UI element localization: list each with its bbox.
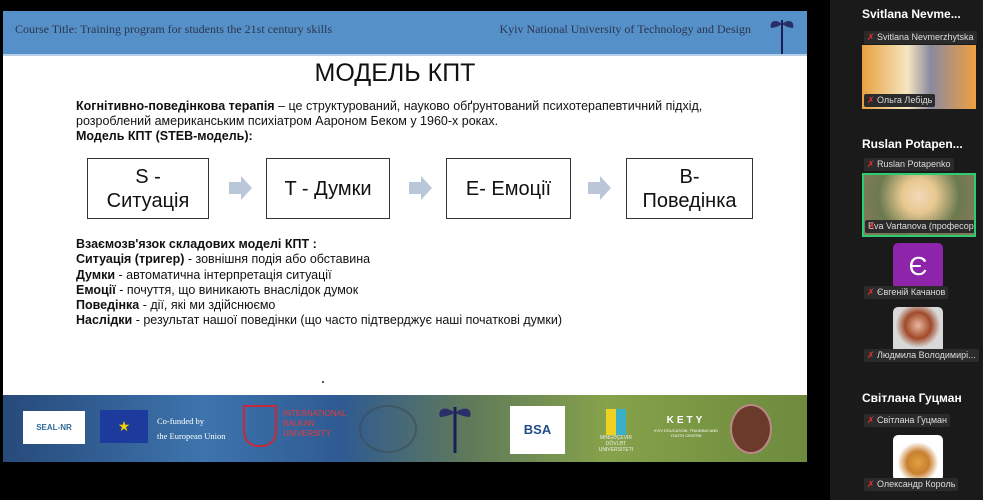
relations-title: Взаємозв'язок складових моделі КПТ : xyxy=(76,237,317,251)
shared-slide: Course Title: Training program for stude… xyxy=(3,11,807,462)
box-line: T - Думки xyxy=(284,177,372,200)
box-line: E- Емоції xyxy=(465,177,552,200)
avatar[interactable] xyxy=(893,307,943,353)
term-desc: - результат нашої поведінки (що часто пі… xyxy=(132,313,562,328)
box-line: Ситуація xyxy=(106,189,190,212)
partner-logos-footer: SEAL-NR ★ Co-funded by the European Union… xyxy=(3,395,807,462)
participant-heading: Ruslan Potapen... xyxy=(862,137,963,151)
arrow-right-icon xyxy=(229,176,252,200)
active-speaker-video-tile[interactable]: Eva Vartanova (професор) xyxy=(862,173,976,237)
box-line: S - xyxy=(135,165,161,188)
intro-definition: – це структурований, науково обґрунтован… xyxy=(76,99,703,128)
arrow-right-icon xyxy=(588,176,611,200)
bsa-logo: BSA xyxy=(510,406,565,454)
video-tile[interactable]: Ольга Лебідь xyxy=(862,45,976,109)
kety-subtitle: KYIV EDUCATION, TRAINING AND YOUTH CENTR… xyxy=(653,428,719,438)
term: Наслідки xyxy=(76,313,133,328)
university-crest-logo xyxy=(730,404,772,454)
slide-header: Course Title: Training program for stude… xyxy=(3,11,807,56)
seal-nr-logo: SEAL-NR xyxy=(23,411,85,444)
participant-heading: Світлана Гуцман xyxy=(862,391,962,405)
dragonfly-logo-icon xyxy=(439,407,471,453)
avatar[interactable] xyxy=(893,435,943,481)
term-desc: - дії, які ми здійснюємо xyxy=(139,298,276,313)
term-desc: - автоматична інтерпретація ситуації xyxy=(115,267,332,282)
participant-name-tag: Олександр Король xyxy=(864,478,959,491)
university-seal-logo xyxy=(359,405,417,453)
relations-list: Взаємозв'язок складових моделі КПТ : Сит… xyxy=(76,237,562,329)
kety-title: KETY xyxy=(666,415,706,426)
participants-panel: Svitlana Nevme... Svitlana Nevmerzhytska… xyxy=(830,0,983,500)
participant-name-tag: Людмила Володимирі... xyxy=(864,349,979,362)
term-desc: - почуття, що виникають внаслідок думок xyxy=(115,282,359,297)
box-line: Поведінка xyxy=(642,189,737,212)
slide-title: МОДЕЛЬ КПТ xyxy=(314,59,476,87)
intro-term: Когнітивно-поведінкова терапія xyxy=(76,99,275,113)
participant-name-tag: Світлана Гуцман xyxy=(864,414,951,427)
box-behavior: B-Поведінка xyxy=(626,158,753,219)
university-name: Kyiv National University of Technology a… xyxy=(499,22,751,36)
kety-logo: KETY KYIV EDUCATION, TRAINING AND YOUTH C… xyxy=(651,415,721,438)
term: Поведінка xyxy=(76,298,140,313)
box-situation: S -Ситуація xyxy=(87,158,209,219)
term: Думки xyxy=(76,267,116,282)
course-title: Course Title: Training program for stude… xyxy=(15,22,332,36)
term: Ситуація (тригер) xyxy=(76,252,185,267)
video-tile-label: Eva Vartanova (професор) xyxy=(865,220,974,233)
arrow-right-icon xyxy=(409,176,432,200)
intro-text: Когнітивно-поведінкова терапія – це стру… xyxy=(76,99,776,144)
cursor-dot xyxy=(322,381,324,383)
mdu-logo: MINGƏÇEVIR DÖVLƏT UNIVERSITETI xyxy=(591,409,641,453)
eu-line: the European Union xyxy=(157,431,226,441)
cofunded-line: Co-funded by xyxy=(157,416,204,426)
dragonfly-logo-icon xyxy=(770,20,794,54)
ibu-logo: INTERNATIONAL BALKAN UNIVERSITY xyxy=(243,405,346,447)
model-label: Модель КПТ (STEB-модель): xyxy=(76,129,253,143)
box-emotions: E- Емоції xyxy=(446,158,571,219)
eu-cofunded-text: Co-funded by the European Union xyxy=(157,414,225,444)
video-tile-label: Ольга Лебідь xyxy=(864,94,936,107)
box-line: B- xyxy=(679,165,700,188)
eu-flag-icon: ★ xyxy=(100,410,148,443)
participant-heading: Svitlana Nevme... xyxy=(862,7,961,21)
participant-name-tag: Svitlana Nevmerzhytska xyxy=(864,31,977,44)
box-thoughts: T - Думки xyxy=(266,158,390,219)
participant-name-tag: Ruslan Potapenko xyxy=(864,158,954,171)
participant-name-tag: Євгеній Качанов xyxy=(864,286,949,299)
term: Емоції xyxy=(76,282,116,297)
term-desc: - зовнішня подія або обставина xyxy=(184,252,371,267)
avatar[interactable]: Є xyxy=(893,243,943,289)
